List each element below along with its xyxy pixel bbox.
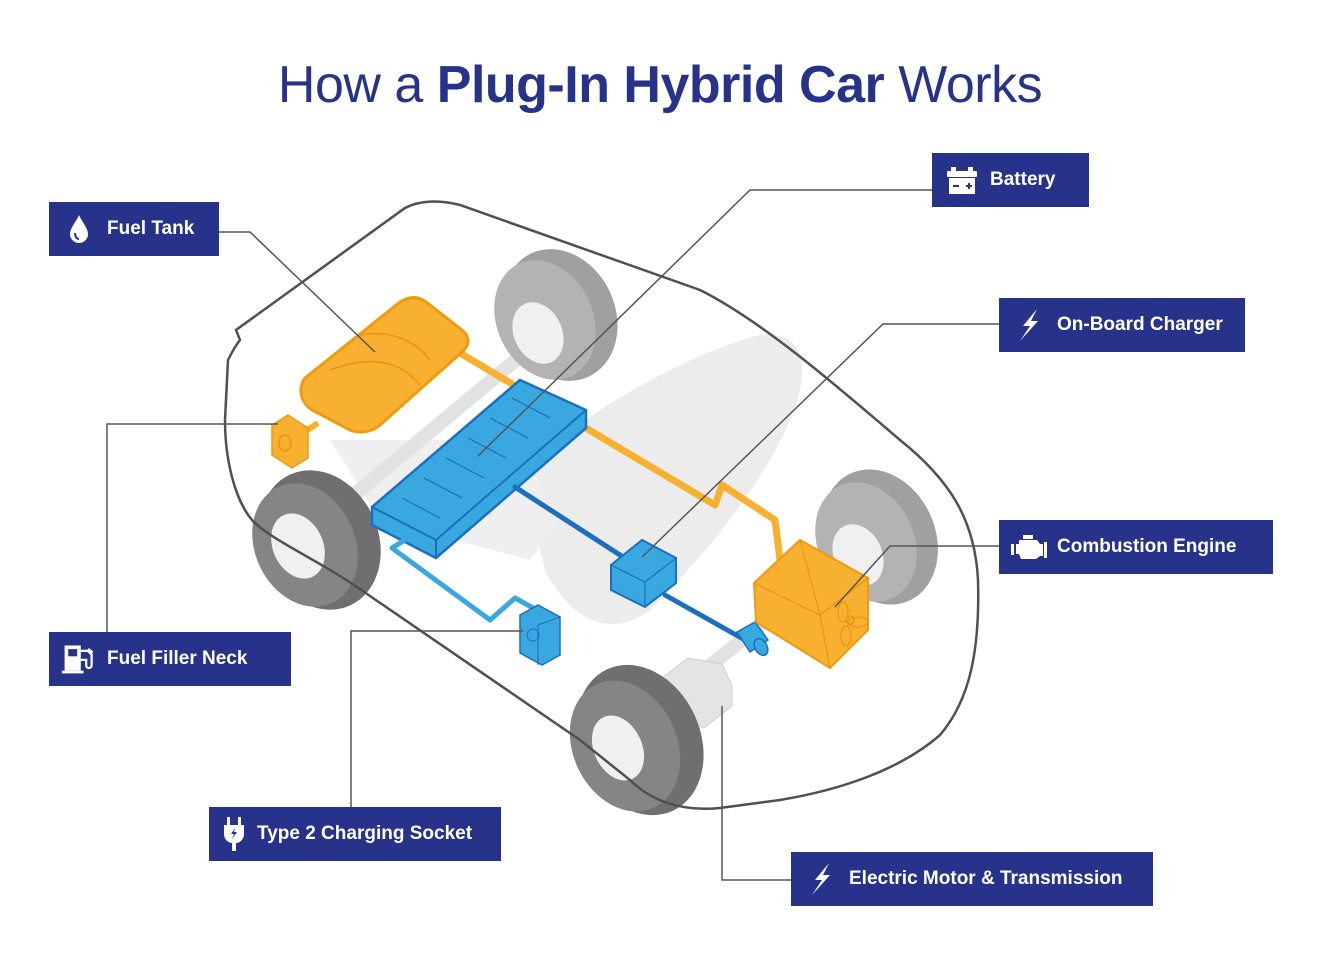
fuel-filler-neck-component <box>271 414 320 469</box>
leader-charging-socket <box>350 630 523 808</box>
car-body-outline <box>223 200 980 810</box>
label-fuel-tank: Fuel Tank <box>49 202 219 256</box>
ev-plug-icon <box>221 816 247 852</box>
diagram-title: How a Plug-In Hybrid Car Works <box>0 50 1320 120</box>
title-emphasis: Plug-In Hybrid Car <box>436 56 885 114</box>
label-fuel-filler-neck: Fuel Filler Neck <box>49 632 291 686</box>
label-text: On-Board Charger <box>1057 314 1223 335</box>
motor-cable <box>662 592 748 643</box>
label-type-2-charging-socket: Type 2 Charging Socket <box>209 807 501 861</box>
leader-fuel-tank <box>218 231 376 353</box>
lightning-bolt-icon <box>1011 307 1047 343</box>
label-electric-motor-transmission: Electric Motor & Transmission <box>791 852 1153 906</box>
fuel-pump-icon <box>61 641 97 677</box>
floor-shadow <box>520 334 803 625</box>
label-text: Fuel Filler Neck <box>107 648 248 669</box>
battery-icon <box>944 162 980 198</box>
leader-electric-motor <box>721 706 791 881</box>
lightning-bolt-icon <box>803 861 839 897</box>
fuel-drop-icon <box>61 211 97 247</box>
leader-combustion-engine <box>834 545 999 608</box>
label-text: Type 2 Charging Socket <box>257 823 473 844</box>
fuel-line <box>453 346 784 561</box>
hv-cable <box>512 484 643 571</box>
electric-motor-cylinder <box>735 621 770 657</box>
wheel-rear-left <box>252 470 381 610</box>
leader-on-board-charger <box>641 323 999 558</box>
engine-icon <box>1011 529 1047 565</box>
combustion-engine-component <box>752 538 869 670</box>
leader-battery <box>477 189 932 457</box>
on-board-charger-component <box>610 538 677 609</box>
title-prefix: How a <box>277 56 423 114</box>
label-text: Battery <box>990 169 1056 190</box>
title-suffix: Works <box>898 56 1043 114</box>
wheel-front-left <box>569 664 704 816</box>
fuel-tank-component <box>299 296 470 434</box>
label-battery: Battery <box>932 153 1089 207</box>
leader-fuel-filler-neck <box>106 423 278 633</box>
label-text: Combustion Engine <box>1057 536 1237 557</box>
battery-component <box>370 378 588 560</box>
label-text: Electric Motor & Transmission <box>849 868 1123 889</box>
charging-socket-component <box>519 604 561 666</box>
label-combustion-engine: Combustion Engine <box>999 520 1273 574</box>
label-on-board-charger: On-Board Charger <box>999 298 1245 352</box>
charging-cable <box>389 537 557 623</box>
leader-lines <box>106 189 999 881</box>
label-text: Fuel Tank <box>107 218 195 239</box>
